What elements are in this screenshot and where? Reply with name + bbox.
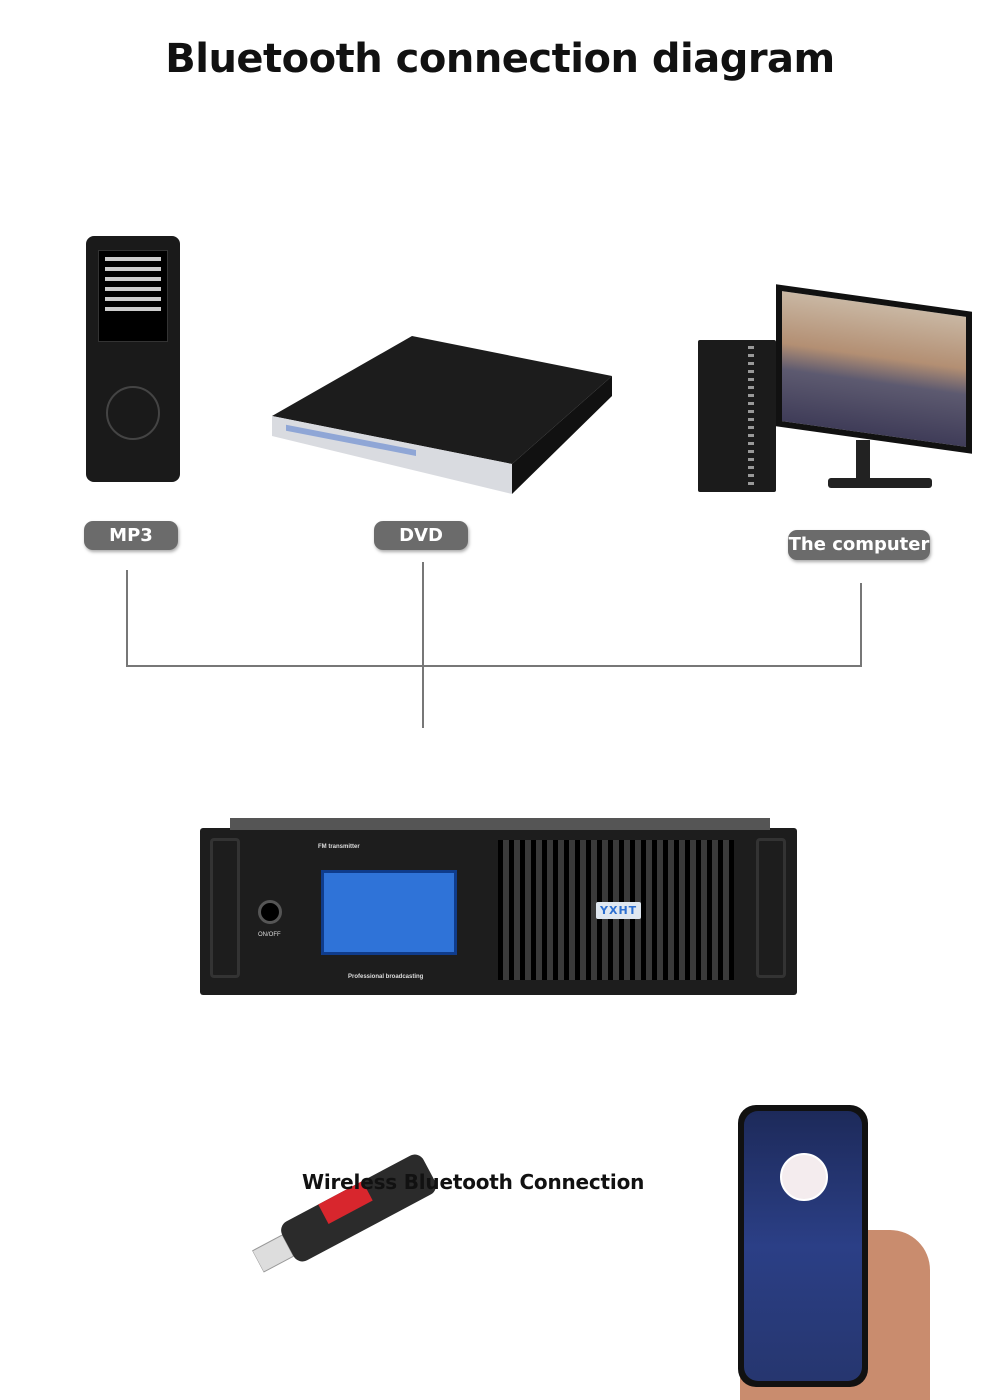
dvd-player-image	[272, 336, 612, 494]
label-mp3: MP3	[84, 521, 178, 550]
monitor-stand	[856, 440, 870, 480]
power-knob	[258, 900, 282, 924]
smartphone-image	[738, 1105, 868, 1387]
connector-computer	[860, 583, 862, 667]
avatar	[780, 1153, 828, 1201]
computer-tower-image	[698, 340, 776, 492]
monitor-image	[776, 284, 972, 454]
transmitter-tagline: Professional broadcasting	[348, 974, 424, 980]
connector-mp3	[126, 570, 128, 667]
brand-logo: YXHT	[596, 902, 642, 919]
diagram-title: Bluetooth connection diagram	[165, 36, 835, 82]
fm-transmitter-image: FM transmitter ON/OFF Professional broad…	[200, 818, 797, 995]
power-label: ON/OFF	[258, 932, 281, 938]
connector-bus	[126, 665, 862, 667]
connector-dvd	[422, 562, 424, 728]
label-computer: The computer	[788, 530, 930, 560]
mp3-player-image	[86, 236, 180, 482]
fan-grill: YXHT	[498, 840, 734, 980]
monitor-base	[828, 478, 932, 488]
label-dvd: DVD	[374, 521, 468, 550]
wireless-label: Wireless Bluetooth Connection	[302, 1170, 645, 1194]
transmitter-display	[321, 870, 457, 955]
transmitter-model-label: FM transmitter	[318, 844, 360, 850]
usb-drive-image	[251, 1154, 437, 1273]
